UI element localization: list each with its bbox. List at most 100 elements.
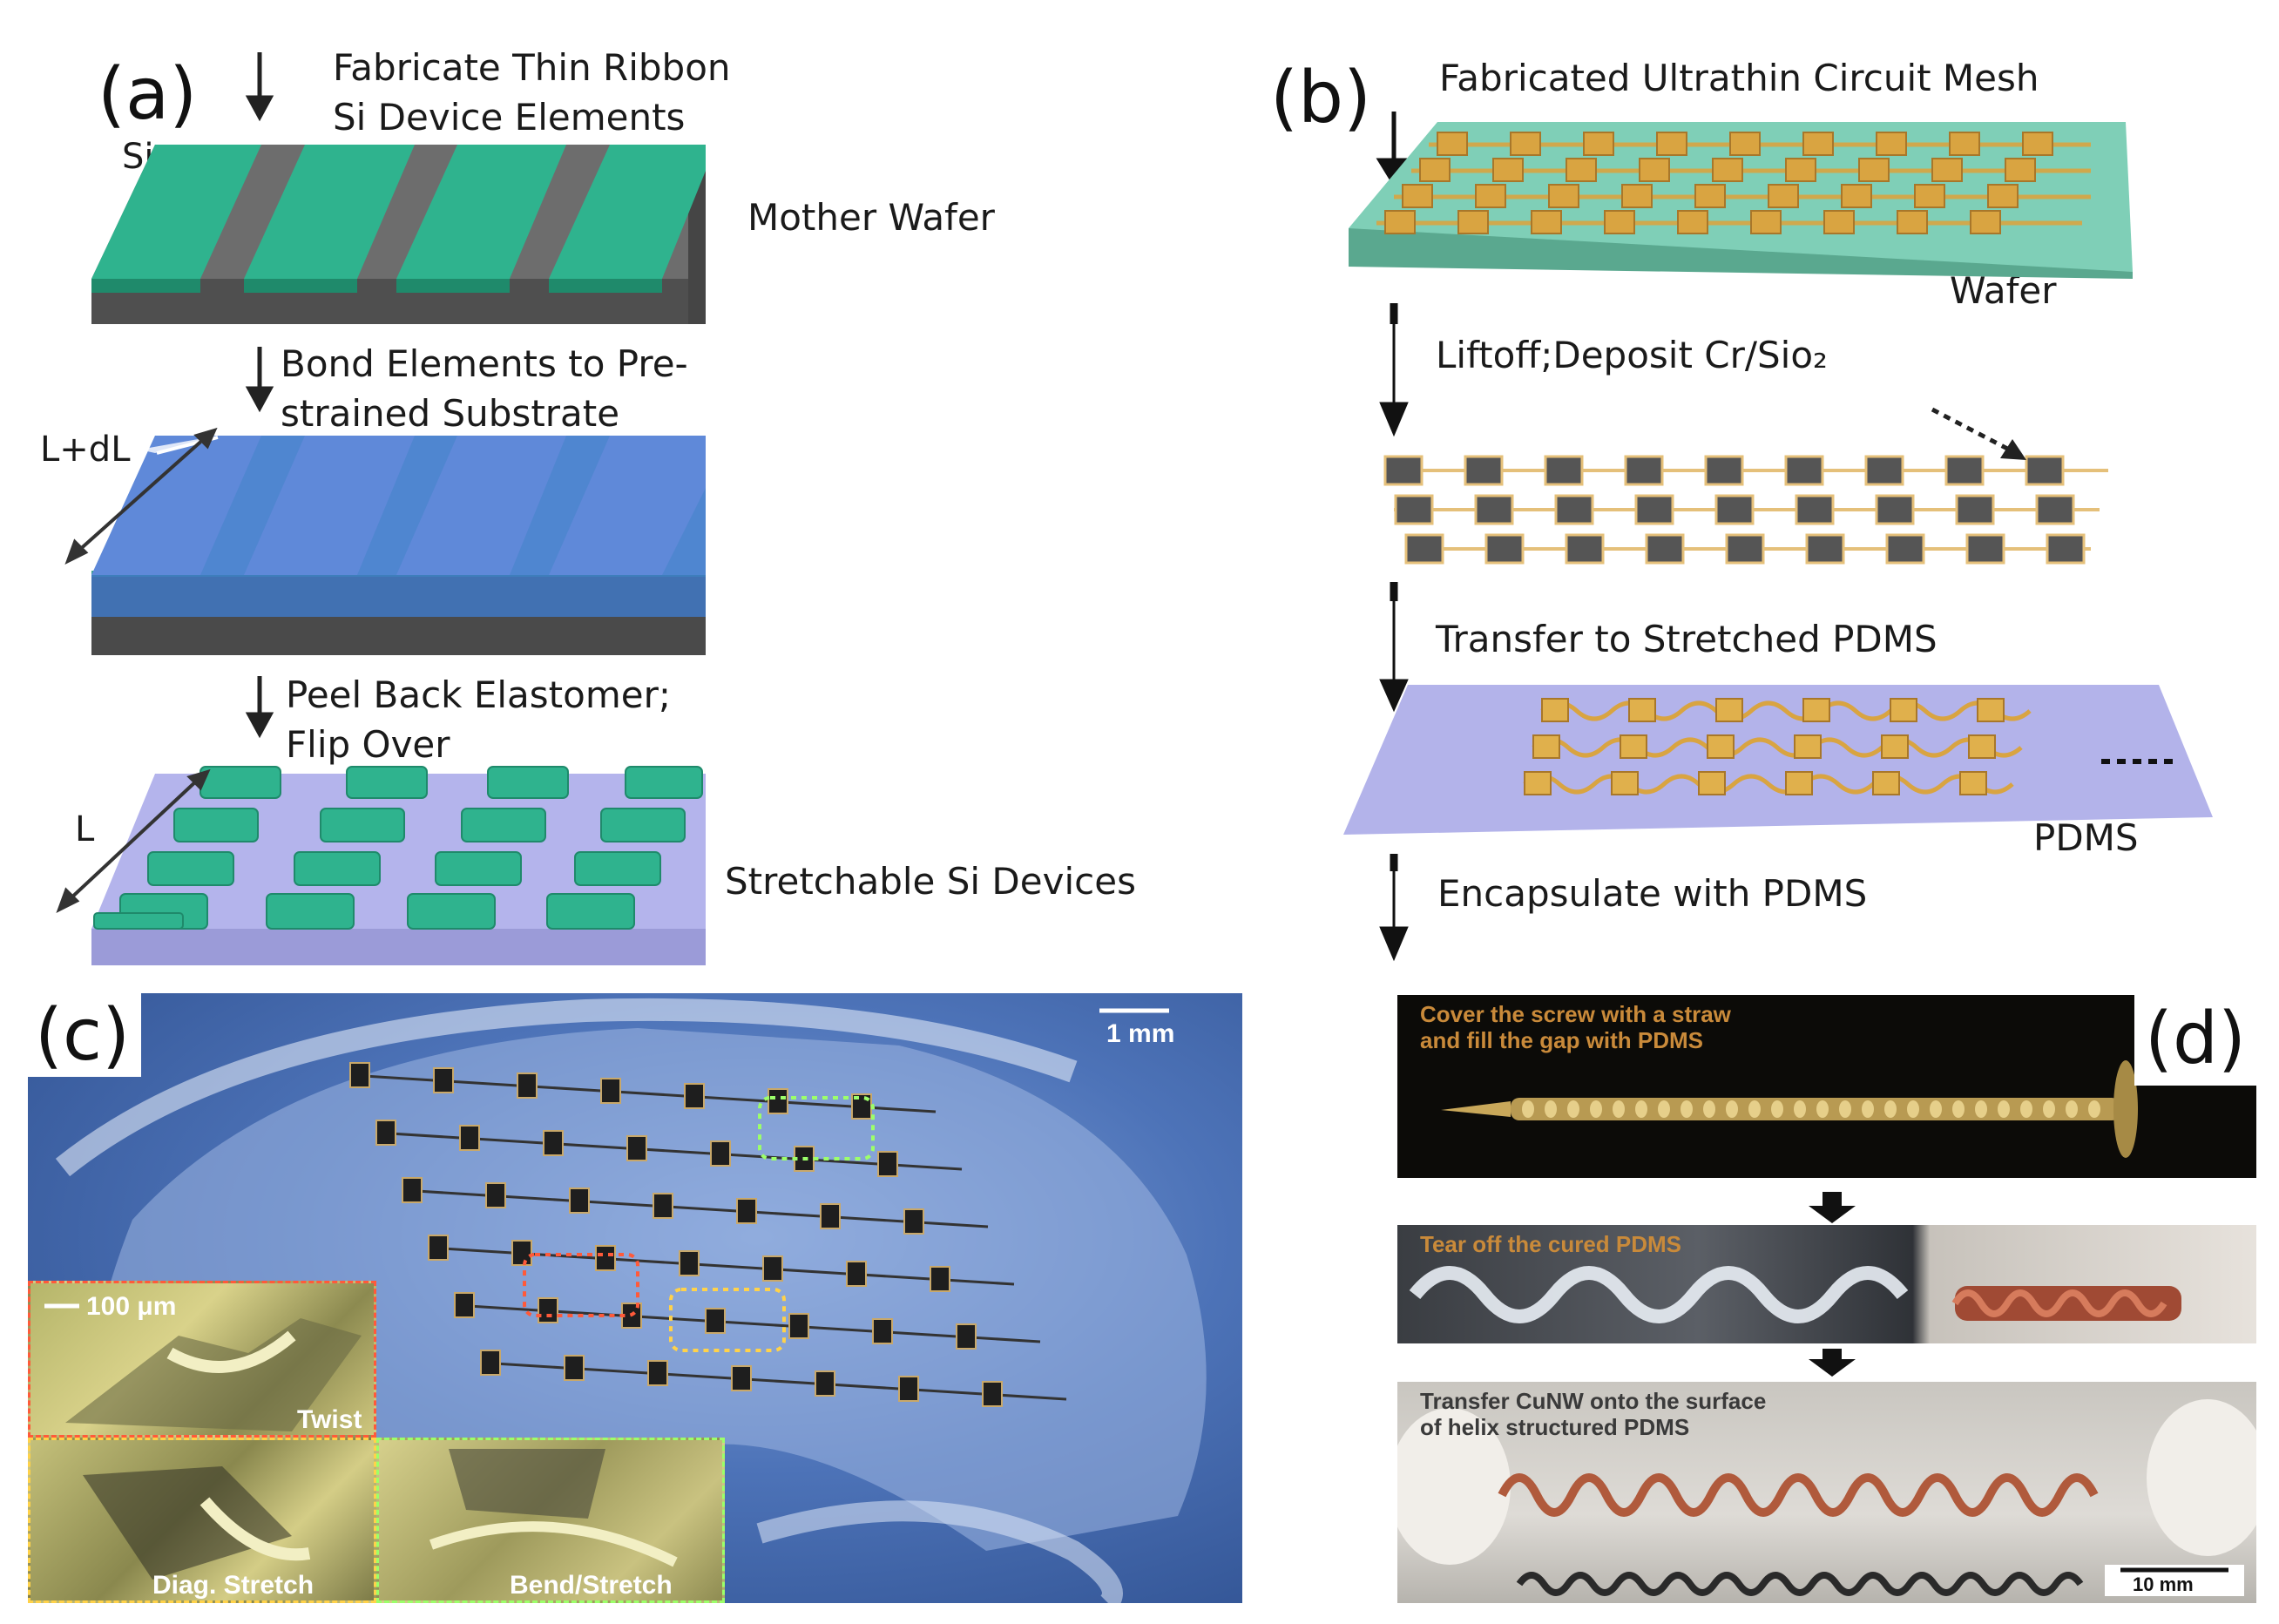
- device-pad: [1554, 494, 1594, 525]
- gold-pad: [1510, 132, 1541, 156]
- step-arrow: [1379, 303, 1409, 437]
- thread-highlight: [1726, 1100, 1738, 1118]
- gold-pad: [1492, 158, 1524, 182]
- thread-highlight: [1975, 1100, 1987, 1118]
- gold-pad: [1656, 132, 1687, 156]
- dotted-pointer-arrow: [1931, 407, 2026, 460]
- gold-pad: [1794, 734, 1822, 759]
- gold-pad: [2005, 158, 2036, 182]
- step-arrow: [245, 52, 274, 122]
- thread-highlight: [2066, 1100, 2078, 1118]
- thread-highlight: [1522, 1100, 1534, 1118]
- device-pad: [1464, 455, 1504, 486]
- gold-pad: [1541, 698, 1569, 722]
- device-pad: [1944, 455, 1985, 486]
- panel-d-letter-box: (d): [2134, 995, 2256, 1086]
- gold-pad: [1611, 771, 1639, 795]
- gold-pad: [1712, 158, 1743, 182]
- ldl-arrow: [64, 427, 218, 565]
- gold-pad: [1548, 184, 1579, 208]
- gold-pad: [1890, 698, 1917, 722]
- twist-label: Twist: [297, 1405, 362, 1434]
- photo3-line2: of helix structured PDMS: [1420, 1413, 1690, 1440]
- device-element: [459, 1125, 480, 1151]
- gold-pad: [1768, 184, 1799, 208]
- device-element: [569, 1188, 590, 1214]
- device-element: [428, 1235, 449, 1261]
- down-arrow: [1809, 1192, 1856, 1223]
- stretchable-si-devices-label: Stretchable Si Devices: [725, 860, 1136, 903]
- gold-pad: [1897, 210, 1928, 234]
- device-pad: [1645, 533, 1685, 565]
- gold-pad: [1872, 771, 1900, 795]
- device-pad: [1875, 494, 1915, 525]
- bend-stretch-label: Bend/Stretch: [510, 1571, 673, 1600]
- panel-c-letter: (c): [35, 994, 131, 1077]
- device-pad: [1864, 455, 1904, 486]
- thread-highlight: [1907, 1100, 1919, 1118]
- thread-highlight: [1681, 1100, 1693, 1118]
- l-label: L: [75, 809, 95, 849]
- photo1-caption: Cover the screw with a straw and fill th…: [1420, 1001, 1731, 1054]
- thread-highlight: [2088, 1100, 2100, 1118]
- gold-pad: [1931, 158, 1963, 182]
- device-element: [846, 1261, 867, 1287]
- device-element: [511, 1240, 532, 1266]
- d-scale-bar-label: 10 mm: [2133, 1573, 2194, 1595]
- gold-pad: [1802, 132, 1834, 156]
- inset-scale-label: 100 μm: [86, 1292, 177, 1321]
- device-element: [517, 1073, 538, 1099]
- step-arrow: [1379, 582, 1409, 713]
- gold-pad: [1402, 184, 1433, 208]
- device-array: [349, 1062, 1067, 1407]
- thread-highlight: [1567, 1100, 1579, 1118]
- device-element: [485, 1182, 506, 1208]
- gold-pad: [1677, 210, 1708, 234]
- gold-pad: [1876, 132, 1907, 156]
- gold-pad: [1384, 210, 1416, 234]
- thread-highlight: [1590, 1100, 1602, 1118]
- inset-diag-stretch: Diag. Stretch: [28, 1438, 376, 1603]
- panel-a-step1-line2: Si Device Elements: [333, 95, 686, 139]
- l-arrow: [56, 768, 211, 914]
- thread-highlight: [1771, 1100, 1783, 1118]
- wavy-si-ribbons: [93, 766, 703, 930]
- device-element: [538, 1297, 558, 1323]
- down-arrow: [1809, 1349, 1856, 1377]
- thread-highlight: [1816, 1100, 1829, 1118]
- device-pad: [1795, 494, 1835, 525]
- gold-pad: [1457, 210, 1489, 234]
- device-element: [710, 1140, 731, 1167]
- device-pad: [1965, 533, 2005, 565]
- device-element: [349, 1062, 370, 1088]
- device-element: [736, 1198, 757, 1224]
- panel-b-letter: (b): [1270, 57, 1372, 139]
- panel-a-step2-line2: strained Substrate: [281, 391, 620, 435]
- thread-highlight: [1952, 1100, 1965, 1118]
- device-element: [679, 1250, 700, 1276]
- gold-pad: [1694, 184, 1726, 208]
- panel-b-title: Fabricated Ultrathin Circuit Mesh: [1439, 57, 2039, 99]
- panel-a-step2-line1: Bond Elements to Pre-: [281, 342, 688, 385]
- gold-pad: [1841, 184, 1872, 208]
- step-arrow: [245, 347, 274, 413]
- device-element: [626, 1135, 647, 1161]
- thread-highlight: [2020, 1100, 2032, 1118]
- gold-pad: [1620, 734, 1647, 759]
- device-element: [872, 1318, 893, 1344]
- inset-bend-stretch: Bend/Stretch: [376, 1438, 725, 1603]
- device-element: [762, 1255, 783, 1282]
- gold-pad: [1419, 158, 1451, 182]
- c-scale-bar-label: 1 mm: [1106, 1019, 1175, 1048]
- device-pad: [1885, 533, 1925, 565]
- gold-pad: [1977, 698, 2005, 722]
- panel-a-step2-caption: Bond Elements to Pre- strained Substrate: [281, 340, 688, 438]
- device-element: [454, 1292, 475, 1318]
- gold-pad: [1802, 698, 1830, 722]
- thread-highlight: [1794, 1100, 1806, 1118]
- panel-c-photo: 1 mm 100 μm Twist Diag. Stretch Bend/Str…: [28, 993, 1242, 1603]
- gold-pad: [1987, 184, 2019, 208]
- gold-pad: [1715, 698, 1743, 722]
